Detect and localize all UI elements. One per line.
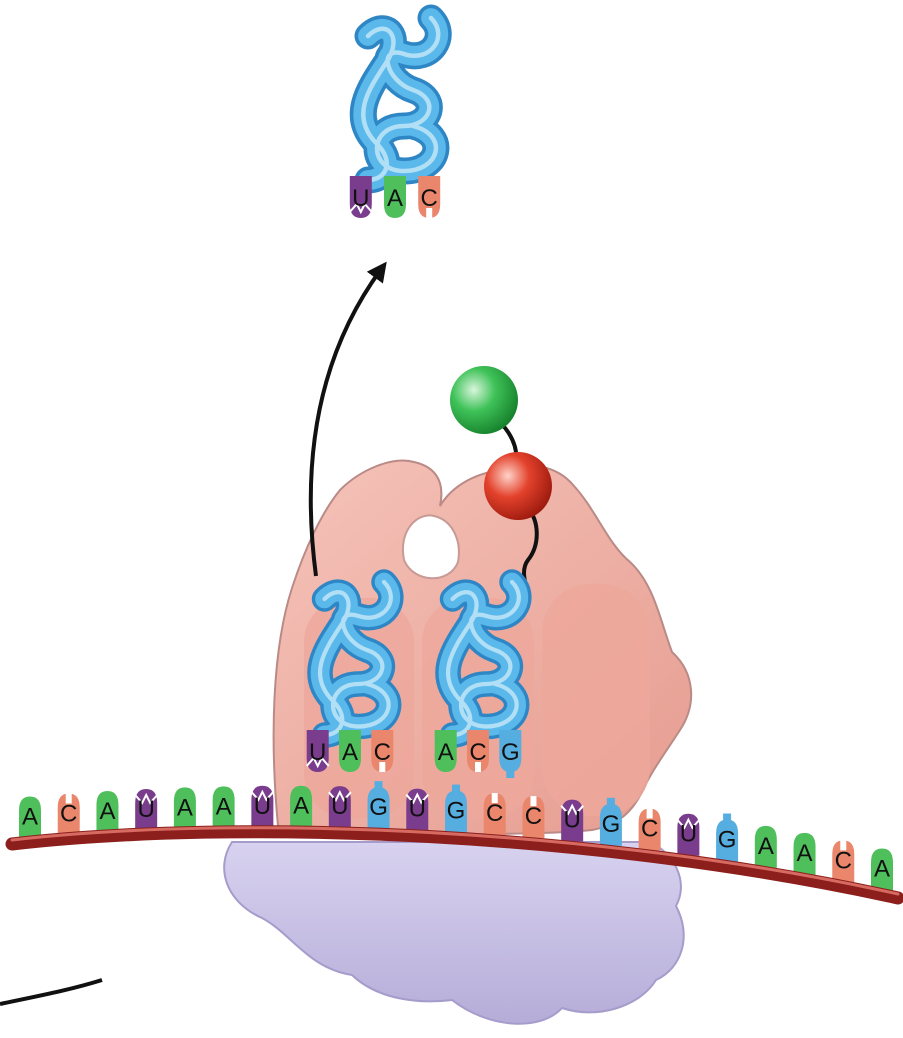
mrna-base: A <box>871 848 893 890</box>
trna-body <box>363 18 438 180</box>
anticodon-base: A <box>339 730 361 772</box>
base-letter: C <box>421 185 438 212</box>
mrna-base: C <box>522 796 544 838</box>
base-letter: A <box>216 793 232 820</box>
mrna-base: A <box>174 787 196 829</box>
base-knob <box>723 814 731 824</box>
base-letter: A <box>99 798 115 825</box>
amino-acid-red <box>484 452 552 520</box>
base-knob <box>607 798 615 808</box>
base-letter: C <box>641 815 658 842</box>
anticodon-base: A <box>384 176 406 218</box>
base-letter: C <box>60 801 77 828</box>
mrna-base: C <box>832 840 854 882</box>
mrna-base: U <box>329 786 351 828</box>
base-letter: A <box>797 840 813 867</box>
base-letter: A <box>342 739 358 766</box>
base-letter: U <box>254 793 271 820</box>
base-letter: U <box>331 793 348 820</box>
base-letter: G <box>447 798 466 825</box>
amino-acid-green <box>450 366 518 434</box>
mrna-base: A <box>290 786 312 828</box>
base-letter: G <box>602 811 621 838</box>
base-letter: C <box>525 803 542 830</box>
base-letter: G <box>501 739 520 766</box>
fragment-line <box>0 980 102 1004</box>
base-letter: G <box>369 794 388 821</box>
base-letter: C <box>374 739 391 766</box>
base-letter: U <box>309 739 326 766</box>
base-letter: A <box>387 185 403 212</box>
anticodon-base: C <box>418 176 440 218</box>
base-knob <box>506 768 514 778</box>
mrna-base: A <box>794 833 816 875</box>
base-knob <box>452 785 460 795</box>
base-letter: A <box>22 803 38 830</box>
mrna-base: U <box>251 786 273 828</box>
base-letter: A <box>177 794 193 821</box>
mrna-base: U <box>406 789 428 831</box>
base-letter: U <box>564 807 581 834</box>
anticodon-base: U <box>350 176 372 218</box>
mrna-base: A <box>213 786 235 828</box>
base-letter: G <box>718 827 737 854</box>
base-letter: U <box>680 821 697 848</box>
base-letter: A <box>874 855 890 882</box>
mrna-base: C <box>639 808 661 850</box>
base-letter: C <box>486 800 503 827</box>
base-letter: U <box>138 796 155 823</box>
anticodon-base: C <box>467 730 489 772</box>
base-letter: A <box>438 739 454 766</box>
base-letter: C <box>835 847 852 874</box>
ribosome-tunnel <box>403 515 459 578</box>
anticodon-base: U <box>307 730 329 772</box>
base-letter: A <box>758 833 774 860</box>
anticodon-base: C <box>371 730 393 772</box>
mrna-base: A <box>96 791 118 833</box>
base-letter: U <box>409 796 426 823</box>
mrna-base: A <box>19 796 41 838</box>
mrna-base: U <box>135 789 157 831</box>
mrna-base: U <box>677 814 699 856</box>
mrna-base: C <box>58 794 80 836</box>
base-letter: C <box>469 739 486 766</box>
base-knob <box>375 781 383 791</box>
mrna-base: G <box>716 814 738 862</box>
anticodon-base: A <box>435 730 457 772</box>
base-letter: A <box>293 793 309 820</box>
mrna-base: U <box>561 800 583 842</box>
mrna-base: C <box>484 793 506 835</box>
base-letter: U <box>352 185 369 212</box>
mrna-base: A <box>755 826 777 868</box>
small-ribosomal-subunit <box>224 842 684 1024</box>
binding-site-right <box>542 584 650 816</box>
